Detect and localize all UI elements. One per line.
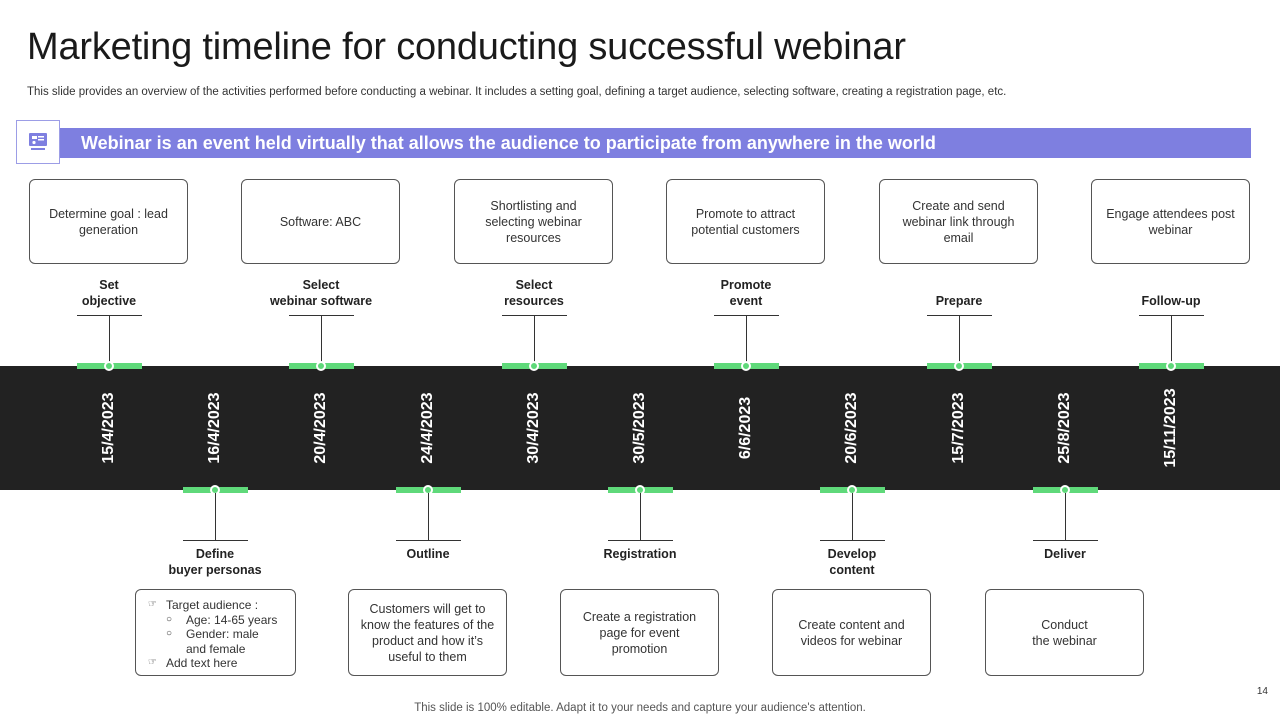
page-number: 14 bbox=[1256, 686, 1268, 697]
date-text: 20/6/2023 bbox=[843, 392, 860, 464]
milestone-box: Create a registration page for event pro… bbox=[560, 589, 719, 676]
milestone-label: Deliver bbox=[1044, 547, 1086, 561]
milestone-box: Customers will get to know the features … bbox=[348, 589, 507, 676]
slide-subtitle: This slide provides an overview of the a… bbox=[27, 86, 1007, 98]
list-item: ☞ Target audience : bbox=[148, 598, 289, 613]
connector-line bbox=[183, 540, 248, 541]
connector-line bbox=[640, 493, 641, 540]
date-text: 15/11/2023 bbox=[1162, 388, 1179, 468]
list-item: ○ Age: 14-65 years bbox=[148, 613, 289, 628]
timeline-dot bbox=[954, 361, 964, 371]
connector-line bbox=[820, 540, 885, 541]
milestone-box: Conduct the webinar bbox=[985, 589, 1144, 676]
date-text: 15/7/2023 bbox=[950, 392, 967, 464]
connector-line bbox=[852, 493, 853, 540]
milestone-box: Determine goal : lead generation bbox=[29, 179, 188, 264]
bullet-icon bbox=[166, 642, 186, 657]
list-item-text: Gender: male bbox=[186, 627, 259, 641]
milestone-label: Select resources bbox=[504, 278, 564, 308]
timeline-dot bbox=[316, 361, 326, 371]
list-item-text: Target audience : bbox=[166, 598, 259, 612]
timeline-dot bbox=[529, 361, 539, 371]
milestone-label: Develop content bbox=[827, 547, 877, 577]
list-item-text: Add text here bbox=[166, 656, 238, 670]
list-item: ○ Gender: male bbox=[148, 627, 289, 642]
milestone-label: Prepare bbox=[935, 294, 983, 308]
timeline-dot bbox=[741, 361, 751, 371]
date-text: 16/4/2023 bbox=[206, 392, 223, 464]
timeline-band bbox=[0, 366, 1280, 490]
milestone-label: Define buyer personas bbox=[168, 547, 262, 577]
slide-title: Marketing timeline for conducting succes… bbox=[27, 26, 906, 68]
bullet-icon: ○ bbox=[166, 613, 173, 625]
milestone-box: Shortlisting and selecting webinar resou… bbox=[454, 179, 613, 264]
date-text: 15/4/2023 bbox=[100, 392, 117, 464]
date-text: 30/4/2023 bbox=[525, 392, 542, 464]
webinar-icon bbox=[16, 120, 60, 164]
milestone-label: Follow-up bbox=[1141, 294, 1201, 308]
date-text: 30/5/2023 bbox=[631, 392, 648, 464]
milestone-label: Select webinar software bbox=[269, 278, 373, 308]
date-text: 25/8/2023 bbox=[1056, 392, 1073, 464]
milestone-label: Outline bbox=[406, 547, 450, 561]
timeline-dot bbox=[104, 361, 114, 371]
list-item-text: and female bbox=[186, 641, 246, 656]
connector-line bbox=[321, 315, 322, 363]
footer-note: This slide is 100% editable. Adapt it to… bbox=[414, 702, 866, 714]
connector-line bbox=[959, 315, 960, 363]
connector-line bbox=[608, 540, 673, 541]
banner-text: Webinar is an event held virtually that … bbox=[81, 133, 936, 153]
connector-line bbox=[534, 315, 535, 363]
milestone-box: Create and send webinar link through ema… bbox=[879, 179, 1038, 264]
timeline-dot bbox=[1166, 361, 1176, 371]
date-text: 20/4/2023 bbox=[312, 392, 329, 464]
list-item-text: Age: 14-65 years bbox=[186, 612, 278, 627]
connector-line bbox=[428, 493, 429, 540]
list-item: ☞ Add text here bbox=[148, 656, 289, 671]
milestone-label: Set objective bbox=[81, 278, 137, 308]
connector-line bbox=[1033, 540, 1098, 541]
connector-line bbox=[109, 315, 110, 363]
milestone-label: Registration bbox=[603, 547, 677, 561]
bullet-icon: ☞ bbox=[148, 657, 157, 668]
connector-line bbox=[215, 493, 216, 540]
bullet-icon: ○ bbox=[166, 628, 173, 639]
milestone-box: Promote to attract potential customers bbox=[666, 179, 825, 264]
milestone-box: Create content and videos for webinar bbox=[772, 589, 931, 676]
connector-line bbox=[1171, 315, 1172, 363]
bullet-icon: ☞ bbox=[148, 599, 157, 610]
milestone-box: Software: ABC bbox=[241, 179, 400, 264]
connector-line bbox=[1065, 493, 1066, 540]
banner: Webinar is an event held virtually that … bbox=[20, 128, 1251, 158]
milestone-box: Engage attendees post webinar bbox=[1091, 179, 1250, 264]
date-text: 24/4/2023 bbox=[419, 392, 436, 464]
personas-box: ☞Target audience :○Age: 14-65 years○Gend… bbox=[135, 589, 296, 676]
date-text: 6/6/2023 bbox=[737, 396, 754, 460]
milestone-label: Promote event bbox=[720, 278, 772, 308]
connector-line bbox=[396, 540, 461, 541]
list-item: and female bbox=[148, 642, 289, 657]
connector-line bbox=[746, 315, 747, 363]
